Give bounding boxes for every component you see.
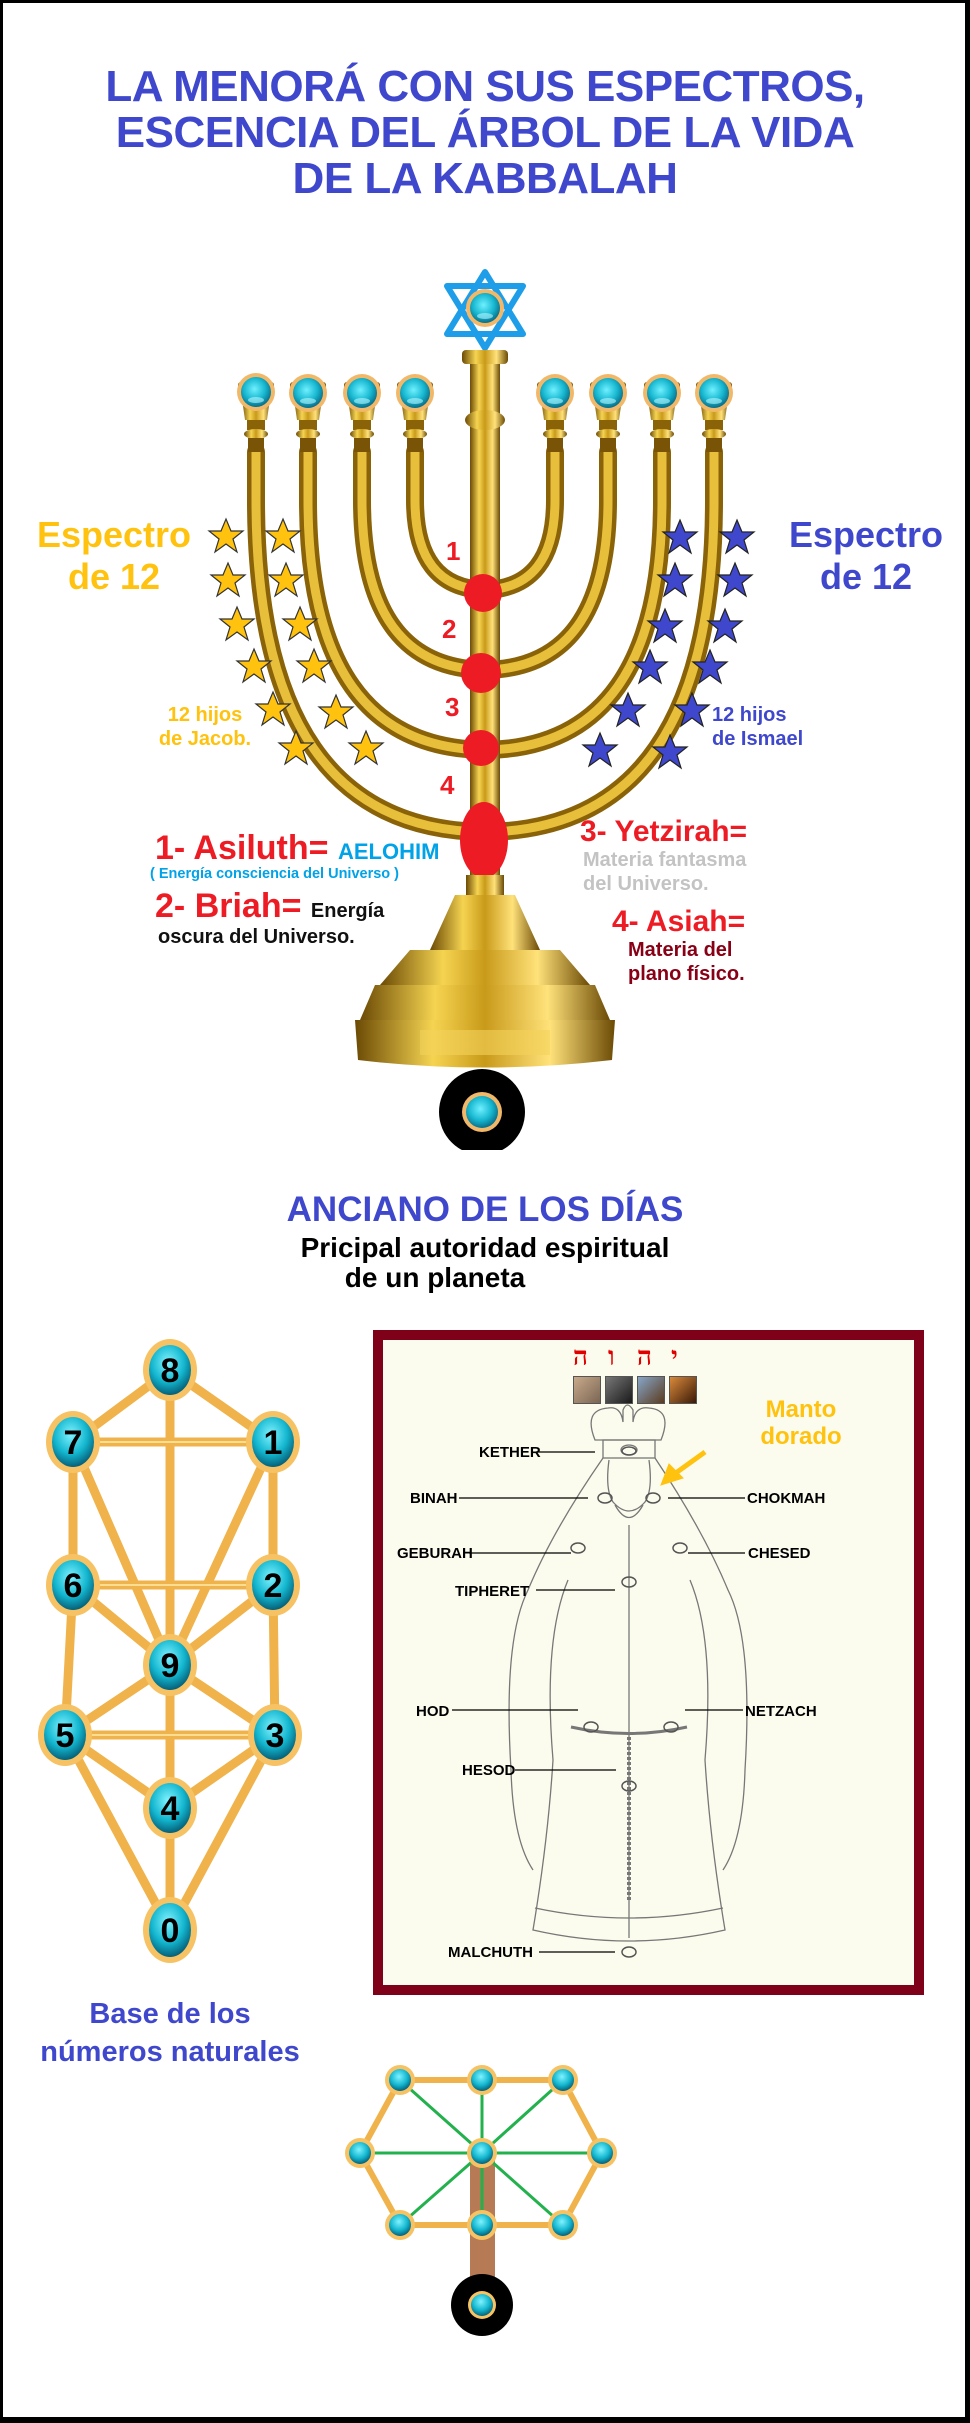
lion-icon [669, 1376, 697, 1404]
sephira-chokmah: CHOKMAH [747, 1490, 826, 1507]
tree-node-0: 0 [143, 1897, 197, 1963]
world-briah-label: 2- Briah= Energía [155, 887, 385, 925]
robed-figure-sketch [452, 1404, 748, 1958]
svg-text:5: 5 [56, 1717, 75, 1755]
sephira-geburah: GEBURAH [397, 1545, 473, 1562]
tree-node-5: 5 [38, 1704, 92, 1766]
tree-node-4: 4 [143, 1777, 197, 1839]
hebrew-letter-he-2: ה [637, 1342, 652, 1372]
world-asiluth-desc: ( Energía consciencia del Universo ) [150, 866, 399, 882]
svg-text:0: 0 [161, 1912, 180, 1950]
spectrum-right-label: Espectro de 12 [788, 514, 944, 597]
world-yetzirah-desc: Materia fantasma del Universo. [583, 849, 747, 895]
svg-text:2: 2 [264, 1567, 283, 1605]
world-briah-desc: oscura del Universo. [158, 926, 355, 948]
natural-numbers-caption: Base de los números naturales [40, 1998, 300, 2068]
spectrum-left-label: Espectro de 12 [36, 514, 192, 597]
tree-node-1: 1 [246, 1411, 300, 1473]
star-of-david-icon [444, 269, 526, 351]
sephira-chesed: CHESED [748, 1545, 811, 1562]
menorah-illustration [208, 269, 755, 1150]
svg-text:1: 1 [264, 1424, 283, 1462]
human-face-icon [573, 1376, 601, 1404]
menorah-base [355, 875, 615, 1068]
svg-text:7: 7 [64, 1424, 83, 1462]
svg-text:9: 9 [161, 1647, 180, 1685]
sons-of-jacob-label: 12 hijos de Jacob. [158, 704, 252, 750]
number-tree-diagram: 8 7 1 6 2 9 5 3 4 0 [38, 1339, 302, 1963]
tree-node-3: 3 [248, 1704, 302, 1766]
hexagon-tree-diagram [345, 2065, 617, 2336]
aelohim-text: AELOHIM [337, 839, 440, 864]
sephira-tipheret: TIPHERET [455, 1583, 530, 1600]
golden-mantle-label: Manto dorado [760, 1396, 842, 1450]
world-yetzirah-label: 3- Yetzirah= [580, 815, 748, 848]
stem-number-2: 2 [442, 614, 457, 644]
svg-text:8: 8 [161, 1352, 180, 1390]
title-line-1: LA MENORÁ CON SUS ESPECTROS, [105, 62, 865, 111]
root-gem-icon [439, 1069, 525, 1150]
world-asiah-label: 4- Asiah= [612, 905, 746, 938]
svg-text:4: 4 [161, 1790, 180, 1828]
hebrew-letter-vav: ו [608, 1342, 615, 1372]
sephira-hesod: HESOD [462, 1762, 516, 1779]
ancient-of-days-subtitle: Pricipal autoridad espiritual de un plan… [300, 1232, 670, 1293]
tree-node-6: 6 [46, 1554, 100, 1616]
stem-red-nodes [460, 574, 508, 878]
ancient-figure-drawing: ה ו ה י Manto dorado [383, 1340, 914, 1985]
svg-text:3: 3 [266, 1717, 285, 1755]
tree-node-9: 9 [143, 1634, 197, 1696]
hex-tree-nodes [345, 2065, 617, 2240]
sephira-netzach: NETZACH [745, 1703, 817, 1720]
ancient-figure-panel: ה ו ה י Manto dorado [373, 1330, 924, 1995]
bull-icon [605, 1376, 633, 1404]
sons-of-ishmael-label: 12 hijos de Ismael [712, 704, 804, 750]
stem-number-1: 1 [446, 536, 461, 566]
stem-number-3: 3 [445, 692, 460, 722]
tree-node-8: 8 [143, 1339, 197, 1401]
svg-text:6: 6 [64, 1567, 83, 1605]
hebrew-letter-he-1: ה [573, 1342, 588, 1372]
sephira-hod: HOD [416, 1703, 450, 1720]
hex-tree-root-gem [451, 2274, 513, 2336]
sephira-malchuth: MALCHUTH [448, 1944, 533, 1961]
world-asiah-desc: Materia del plano físico. [628, 939, 745, 985]
tree-node-2: 2 [246, 1554, 300, 1616]
title-line-3: DE LA KABBALAH [292, 154, 678, 203]
sephira-binah: BINAH [410, 1490, 458, 1507]
ancient-of-days-heading: ANCIANO DE LOS DÍAS [286, 1190, 684, 1229]
page-title: LA MENORÁ CON SUS ESPECTROS, ESCENCIA DE… [0, 64, 970, 202]
stem-number-4: 4 [440, 770, 455, 800]
title-line-2: ESCENCIA DEL ÁRBOL DE LA VIDA [115, 108, 855, 157]
sephira-kether: KETHER [479, 1444, 541, 1461]
tree-node-7: 7 [46, 1411, 100, 1473]
eagle-icon [637, 1376, 665, 1404]
world-asiluth-label: 1- Asiluth= AELOHIM [155, 829, 440, 867]
hebrew-letter-yod: י [671, 1342, 678, 1372]
